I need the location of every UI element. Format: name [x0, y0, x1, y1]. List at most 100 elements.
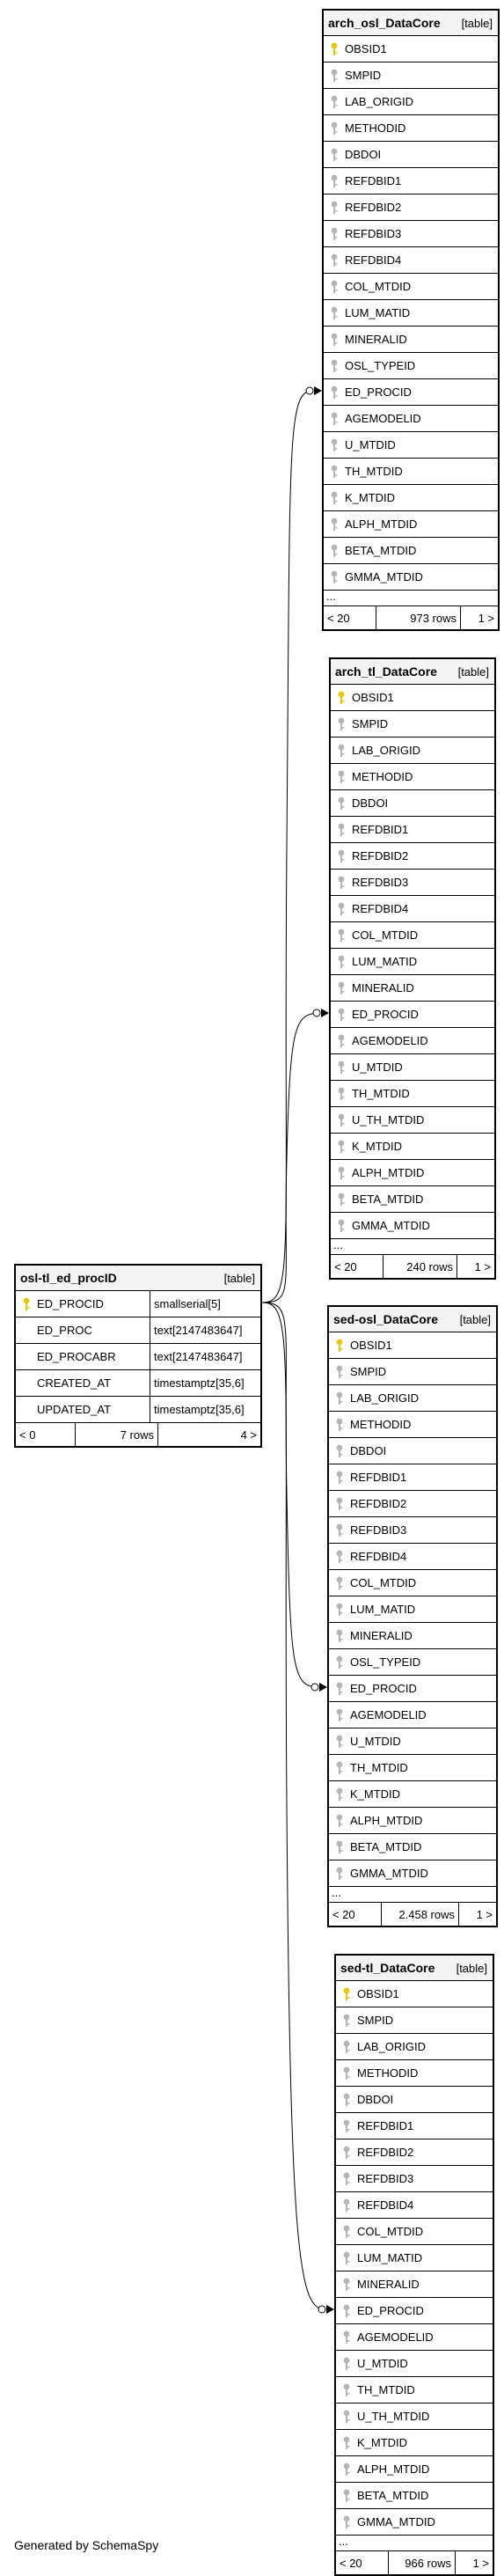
column-row-dbdoi[interactable]: DBDOI [329, 1438, 496, 1464]
column-row-gmma-mtdid[interactable]: GMMA_MTDID [331, 1213, 494, 1239]
column-row-th-mtdid[interactable]: TH_MTDID [329, 1755, 496, 1781]
column-row-alph-mtdid[interactable]: ALPH_MTDID [331, 1160, 494, 1186]
column-row-methodid[interactable]: METHODID [336, 2060, 493, 2087]
column-row-obsid1[interactable]: OBSID1 [331, 685, 494, 711]
column-name: AGEMODELID [352, 1034, 428, 1047]
column-row-ed-procid[interactable]: ED_PROCID [331, 1002, 494, 1028]
column-row-osl-typeid[interactable]: OSL_TYPEID [324, 353, 498, 379]
column-row-refdbid1[interactable]: REFDBID1 [331, 817, 494, 843]
column-row-refdbid2[interactable]: REFDBID2 [324, 194, 498, 221]
column-row-obsid1[interactable]: OBSID1 [336, 1981, 493, 2007]
column-row-u-mtdid[interactable]: U_MTDID [336, 2351, 493, 2377]
column-name: ALPH_MTDID [357, 2462, 430, 2476]
column-row-col-mtdid[interactable]: COL_MTDID [336, 2219, 493, 2245]
column-row-methodid[interactable]: METHODID [324, 115, 498, 142]
column-row-methodid[interactable]: METHODID [329, 1412, 496, 1438]
column-row-u-mtdid[interactable]: U_MTDID [329, 1728, 496, 1755]
column-row-mineralid[interactable]: MINERALID [324, 327, 498, 353]
column-row-obsid1[interactable]: OBSID1 [324, 36, 498, 62]
column-row-th-mtdid[interactable]: TH_MTDID [324, 459, 498, 485]
column-row-refdbid1[interactable]: REFDBID1 [336, 2113, 493, 2139]
column-row-lab-origid[interactable]: LAB_ORIGID [329, 1385, 496, 1412]
column-row-alph-mtdid[interactable]: ALPH_MTDID [336, 2456, 493, 2483]
column-row-lab-origid[interactable]: LAB_ORIGID [336, 2034, 493, 2060]
column-row-agemodelid[interactable]: AGEMODELID [324, 406, 498, 432]
column-row-th-mtdid[interactable]: TH_MTDID [336, 2377, 493, 2404]
column-row-refdbid1[interactable]: REFDBID1 [324, 168, 498, 194]
column-row-gmma-mtdid[interactable]: GMMA_MTDID [329, 1860, 496, 1887]
column-row-alph-mtdid[interactable]: ALPH_MTDID [324, 511, 498, 538]
column-row-k-mtdid[interactable]: K_MTDID [331, 1134, 494, 1160]
column-row-beta-mtdid[interactable]: BETA_MTDID [324, 538, 498, 564]
column-row-refdbid3[interactable]: REFDBID3 [331, 870, 494, 896]
column-row-dbdoi[interactable]: DBDOI [324, 142, 498, 168]
column-row-lab-origid[interactable]: LAB_ORIGID [331, 738, 494, 764]
column-row-lum-matid[interactable]: LUM_MATID [336, 2245, 493, 2271]
column-row-refdbid4[interactable]: REFDBID4 [324, 247, 498, 274]
column-row-refdbid3[interactable]: REFDBID3 [324, 221, 498, 247]
column-row-k-mtdid[interactable]: K_MTDID [324, 485, 498, 511]
column-row-osl-typeid[interactable]: OSL_TYPEID [329, 1649, 496, 1676]
column-row-refdbid2[interactable]: REFDBID2 [336, 2139, 493, 2166]
column-row-agemodelid[interactable]: AGEMODELID [331, 1028, 494, 1054]
column-row-u-mtdid[interactable]: U_MTDID [331, 1054, 494, 1081]
column-row-u-th-mtdid[interactable]: U_TH_MTDID [336, 2404, 493, 2430]
column-row-refdbid3[interactable]: REFDBID3 [336, 2166, 493, 2192]
column-row-col-mtdid[interactable]: COL_MTDID [331, 922, 494, 949]
key-icon [331, 981, 352, 995]
column-row-gmma-mtdid[interactable]: GMMA_MTDID [324, 564, 498, 591]
column-row-lab-origid[interactable]: LAB_ORIGID [324, 89, 498, 115]
column-row-ed-procid[interactable]: ED_PROCID [336, 2298, 493, 2324]
column-row-refdbid4[interactable]: REFDBID4 [336, 2192, 493, 2219]
column-row-mineralid[interactable]: MINERALID [329, 1623, 496, 1649]
column-row-refdbid2[interactable]: REFDBID2 [329, 1491, 496, 1517]
column-row-refdbid2[interactable]: REFDBID2 [331, 843, 494, 870]
column-row-refdbid4[interactable]: REFDBID4 [329, 1544, 496, 1570]
column-row-u-th-mtdid[interactable]: U_TH_MTDID [331, 1107, 494, 1134]
column-row-th-mtdid[interactable]: TH_MTDID [331, 1081, 494, 1107]
column-row-ed-procid[interactable]: ED_PROCID [329, 1676, 496, 1702]
column-row-lum-matid[interactable]: LUM_MATID [329, 1596, 496, 1623]
column-row-refdbid1[interactable]: REFDBID1 [329, 1464, 496, 1491]
column-row-agemodelid[interactable]: AGEMODELID [336, 2324, 493, 2351]
column-row-gmma-mtdid[interactable]: GMMA_MTDID [336, 2509, 493, 2536]
column-row-dbdoi[interactable]: DBDOI [331, 790, 494, 817]
column-row-beta-mtdid[interactable]: BETA_MTDID [336, 2483, 493, 2509]
column-row-methodid[interactable]: METHODID [331, 764, 494, 790]
column-row-smpid[interactable]: SMPID [331, 711, 494, 738]
relationship-line [261, 1302, 326, 2310]
column-row-dbdoi[interactable]: DBDOI [336, 2087, 493, 2113]
column-row-smpid[interactable]: SMPID [329, 1359, 496, 1385]
column-row-refdbid3[interactable]: REFDBID3 [329, 1517, 496, 1544]
column-row-alph-mtdid[interactable]: ALPH_MTDID [329, 1808, 496, 1834]
column-row-mineralid[interactable]: MINERALID [336, 2271, 493, 2298]
column-name: DBDOI [345, 148, 382, 161]
column-row-smpid[interactable]: SMPID [324, 62, 498, 89]
column-row-u-mtdid[interactable]: U_MTDID [324, 432, 498, 459]
column-row-beta-mtdid[interactable]: BETA_MTDID [331, 1186, 494, 1213]
column-row-mineralid[interactable]: MINERALID [331, 975, 494, 1002]
column-row-col-mtdid[interactable]: COL_MTDID [324, 274, 498, 300]
column-row-agemodelid[interactable]: AGEMODELID [329, 1702, 496, 1728]
column-row-smpid[interactable]: SMPID [336, 2007, 493, 2034]
column-row-k-mtdid[interactable]: K_MTDID [336, 2430, 493, 2456]
column-row-k-mtdid[interactable]: K_MTDID [329, 1781, 496, 1808]
column-row-lum-matid[interactable]: LUM_MATID [324, 300, 498, 327]
column-row-obsid1[interactable]: OBSID1 [329, 1332, 496, 1359]
column-row-refdbid4[interactable]: REFDBID4 [331, 896, 494, 922]
column-row-ed-procid[interactable]: ED_PROCID [324, 379, 498, 406]
column-row-lum-matid[interactable]: LUM_MATID [331, 949, 494, 975]
column-row-col-mtdid[interactable]: COL_MTDID [329, 1570, 496, 1596]
footer-right: 1 > [474, 1259, 491, 1273]
column-row-beta-mtdid[interactable]: BETA_MTDID [329, 1834, 496, 1860]
